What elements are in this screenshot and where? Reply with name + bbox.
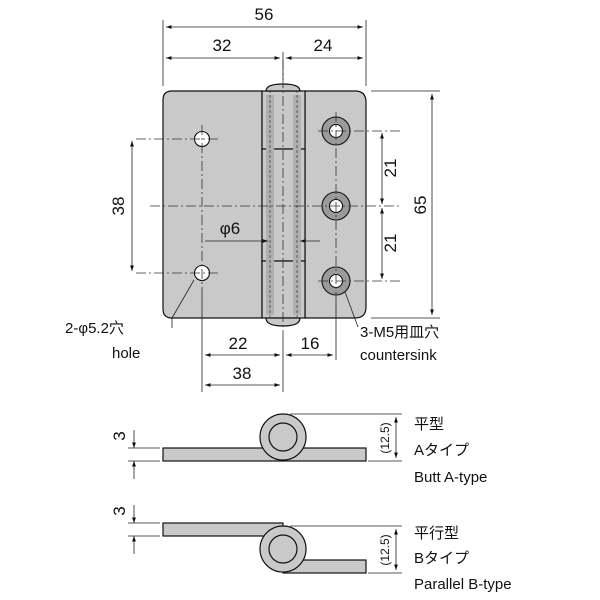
dim-height: 65 xyxy=(411,196,430,215)
hole-callout: 2-φ5.2穴 hole xyxy=(65,279,195,362)
side-a-label-en: Butt A-type xyxy=(414,469,487,486)
dim-left-width: 32 xyxy=(213,36,232,55)
side-b-label-jp2: Bタイプ xyxy=(414,550,469,567)
side-a-thickness: 3 xyxy=(110,431,129,440)
countersink-callout: 3-M5用皿穴 countersink xyxy=(344,291,439,364)
hole-callout-en: hole xyxy=(112,345,140,362)
hinge-top-view xyxy=(136,60,400,334)
dim-right-width: 24 xyxy=(314,36,333,55)
bottom-dimensions: 22 16 38 xyxy=(201,290,337,392)
dim-bottom-left: 22 xyxy=(229,334,248,353)
dim-upper-pitch: 21 xyxy=(381,159,400,178)
dim-pin-diameter: φ6 xyxy=(220,219,240,238)
side-b-label-jp1: 平行型 xyxy=(414,525,459,542)
side-a-label-jp1: 平型 xyxy=(414,416,444,433)
countersink-callout-jp: 3-M5用皿穴 xyxy=(360,324,439,341)
dim-overall-width: 56 xyxy=(255,5,274,24)
side-a-label-jp2: Aタイプ xyxy=(414,442,469,459)
side-view-parallel-b-type: 3 (12.5) 平行型 Bタイプ Parallel B-type xyxy=(110,505,512,593)
countersink-callout-en: countersink xyxy=(360,347,437,364)
left-dimensions: 38 xyxy=(109,141,134,271)
dim-bottom-total: 38 xyxy=(233,364,252,383)
pin-dimension: φ6 xyxy=(205,219,320,243)
side-view-butt-a-type: 3 (12.5) 平型 Aタイプ Butt A-type xyxy=(110,413,487,486)
side-b-height: (12.5) xyxy=(378,534,392,565)
dim-left-hole-pitch: 38 xyxy=(109,197,128,216)
top-dimensions: 56 32 24 xyxy=(162,5,367,86)
side-b-thickness: 3 xyxy=(110,506,129,515)
side-b-label-en: Parallel B-type xyxy=(414,576,512,593)
dim-bottom-right: 16 xyxy=(301,334,320,353)
side-a-height: (12.5) xyxy=(378,422,392,453)
left-leaf xyxy=(162,90,263,319)
dim-lower-pitch: 21 xyxy=(381,234,400,253)
hole-callout-jp: 2-φ5.2穴 xyxy=(65,320,124,337)
right-dimensions: 21 21 65 xyxy=(371,90,440,319)
